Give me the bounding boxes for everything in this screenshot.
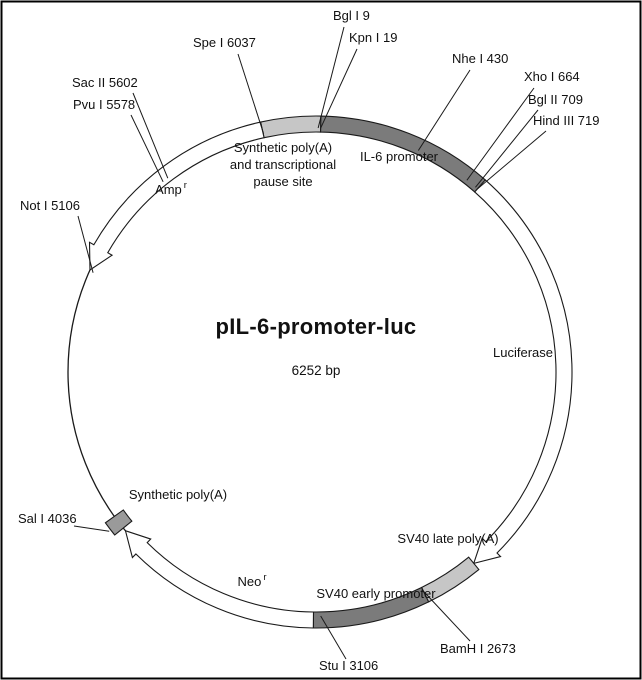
site-label: Bgl II 709 bbox=[528, 92, 583, 107]
leader-line bbox=[237, 53, 265, 134]
plasmid-size: 6252 bp bbox=[292, 363, 341, 378]
restriction-site-hind-iii-719: Hind III 719 bbox=[477, 113, 600, 190]
synthetic-polya-segment bbox=[104, 509, 133, 536]
luciferase-arrow bbox=[472, 179, 573, 565]
restriction-site-spe-i-6037: Spe I 6037 bbox=[193, 35, 265, 134]
leader-line bbox=[77, 215, 94, 273]
amp-r-arrow bbox=[88, 121, 265, 271]
restriction-site-sac-ii-5602: Sac II 5602 bbox=[72, 75, 169, 179]
restriction-site-sal-i-4036: Sal I 4036 bbox=[18, 511, 110, 532]
synthetic-polya-pause-site-segment bbox=[259, 115, 322, 139]
plasmid-title: pIL-6-promoter-luc bbox=[216, 314, 417, 339]
leader-line bbox=[417, 69, 471, 151]
il6-promoter-label: IL-6 promoter bbox=[360, 149, 439, 164]
leader-line bbox=[475, 109, 539, 188]
site-label: Bgl I 9 bbox=[333, 8, 370, 23]
leader-line bbox=[320, 48, 358, 129]
restriction-site-stu-i-3106: Stu I 3106 bbox=[319, 615, 378, 673]
sv40-late-polya-label: SV40 late poly(A) bbox=[397, 531, 498, 546]
restriction-site-bgl-ii-709: Bgl II 709 bbox=[475, 92, 583, 188]
restriction-site-bamh-i-2673: BamH I 2673 bbox=[422, 590, 516, 656]
restriction-site-pvu-i-5578: Pvu I 5578 bbox=[73, 97, 164, 183]
leader-line bbox=[73, 525, 110, 532]
sv40-early-promoter-label: SV40 early promoter bbox=[316, 586, 436, 601]
site-label: Hind III 719 bbox=[533, 113, 600, 128]
restriction-site-xho-i-664: Xho I 664 bbox=[466, 69, 580, 181]
site-label: Not I 5106 bbox=[20, 198, 80, 213]
leader-line bbox=[320, 615, 347, 660]
leader-line bbox=[130, 114, 164, 183]
site-label: BamH I 2673 bbox=[440, 641, 516, 656]
leader-line bbox=[317, 26, 345, 129]
site-label: Xho I 664 bbox=[524, 69, 580, 84]
leader-line bbox=[466, 87, 535, 181]
restriction-site-bgl-i-9: Bgl I 9 bbox=[317, 8, 370, 129]
site-label: Nhe I 430 bbox=[452, 51, 508, 66]
synthetic-polya-label: Synthetic poly(A) bbox=[129, 487, 227, 502]
site-label: Kpn I 19 bbox=[349, 30, 397, 45]
restriction-site-not-i-5106: Not I 5106 bbox=[20, 198, 94, 273]
restriction-site-kpn-i-19: Kpn I 19 bbox=[320, 30, 397, 129]
neo-r-arrow bbox=[124, 529, 315, 629]
site-label: Sal I 4036 bbox=[18, 511, 77, 526]
restriction-site-nhe-i-430: Nhe I 430 bbox=[417, 51, 508, 151]
site-label: Stu I 3106 bbox=[319, 658, 378, 673]
leader-line bbox=[477, 130, 547, 190]
site-label: Sac II 5602 bbox=[72, 75, 138, 90]
leader-line bbox=[422, 590, 471, 642]
site-label: Spe I 6037 bbox=[193, 35, 256, 50]
leader-line bbox=[132, 92, 169, 179]
site-label: Pvu I 5578 bbox=[73, 97, 135, 112]
luciferase-label: Luciferase bbox=[493, 345, 553, 360]
